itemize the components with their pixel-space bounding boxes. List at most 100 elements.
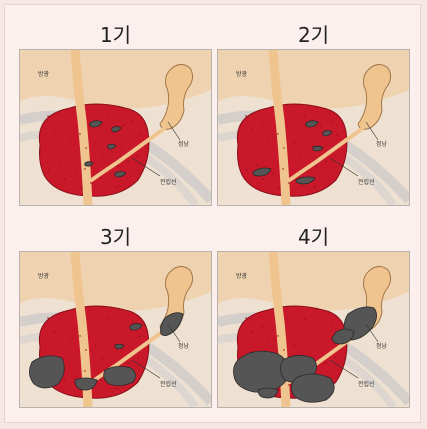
texture-dot xyxy=(336,134,337,135)
texture-dot xyxy=(278,187,279,188)
texture-dot xyxy=(282,168,283,169)
texture-dot xyxy=(121,146,122,147)
texture-dot xyxy=(127,160,128,161)
seminal-vesicle-label: 정낭 xyxy=(178,342,190,350)
texture-dot xyxy=(122,327,123,328)
texture-dot xyxy=(137,357,138,358)
texture-dot xyxy=(299,156,300,157)
texture-dot xyxy=(261,124,262,125)
texture-dot xyxy=(84,168,85,169)
texture-dot xyxy=(63,326,64,327)
texture-dot xyxy=(80,187,81,188)
seminal-vesicle-label: 정낭 xyxy=(178,140,190,148)
texture-dot xyxy=(246,169,247,170)
texture-dot xyxy=(137,155,138,156)
texture-dot xyxy=(127,362,128,363)
texture-dot xyxy=(325,160,326,161)
texture-dot xyxy=(256,164,257,165)
texture-dot xyxy=(320,327,321,328)
texture-dot xyxy=(335,357,336,358)
texture-dot xyxy=(320,125,321,126)
texture-dot xyxy=(111,151,112,152)
texture-dot xyxy=(85,147,86,148)
texture-dot xyxy=(138,336,139,337)
texture-dot xyxy=(85,349,86,350)
texture-dot xyxy=(262,178,263,179)
texture-dot xyxy=(74,375,75,376)
texture-dot xyxy=(335,155,336,156)
panel-title: 2기 xyxy=(217,23,410,47)
texture-dot xyxy=(319,348,320,349)
texture-dot xyxy=(74,173,75,174)
texture-dot xyxy=(283,349,284,350)
texture-dot xyxy=(84,370,85,371)
texture-dot xyxy=(325,362,326,363)
texture-dot xyxy=(116,388,117,389)
texture-dot xyxy=(101,358,102,359)
texture-dot xyxy=(100,177,101,178)
texture-dot xyxy=(132,322,133,323)
bladder-label: 방광 xyxy=(38,70,50,78)
prostate-label: 전립선 xyxy=(160,178,177,186)
texture-dot xyxy=(95,344,96,345)
texture-dot xyxy=(64,380,65,381)
texture-dot xyxy=(245,115,246,116)
texture-dot xyxy=(251,129,252,130)
panel-title: 4기 xyxy=(217,225,410,249)
seminal-vesicle-label: 정낭 xyxy=(376,140,388,148)
prostate-label: 전립선 xyxy=(160,380,177,388)
texture-dot xyxy=(261,326,262,327)
texture-dot xyxy=(267,138,268,139)
texture-dot xyxy=(272,173,273,174)
texture-dot xyxy=(304,318,305,319)
texture-dot xyxy=(245,317,246,318)
texture-dot xyxy=(47,317,48,318)
texture-dot xyxy=(58,164,59,165)
prostate-label: 전립선 xyxy=(358,178,375,186)
texture-dot xyxy=(278,389,279,390)
texture-dot xyxy=(267,340,268,341)
texture-dot xyxy=(277,335,278,336)
texture-dot xyxy=(277,133,278,134)
panel-title: 3기 xyxy=(19,225,212,249)
texture-dot xyxy=(90,182,91,183)
texture-dot xyxy=(111,353,112,354)
texture-dot xyxy=(53,331,54,332)
texture-dot xyxy=(330,120,331,121)
panel-title: 1기 xyxy=(19,23,212,47)
texture-dot xyxy=(288,384,289,385)
texture-dot xyxy=(293,142,294,143)
texture-dot xyxy=(315,165,316,166)
tumor xyxy=(291,374,334,402)
texture-dot xyxy=(63,124,64,125)
panel-stage-2: 2기 방광정낭전립선 xyxy=(217,23,410,207)
texture-dot xyxy=(304,116,305,117)
texture-dot xyxy=(309,151,310,152)
prostate-label: 전립선 xyxy=(358,380,375,388)
texture-dot xyxy=(116,186,117,187)
texture-dot xyxy=(330,322,331,323)
bladder-label: 방광 xyxy=(236,70,248,78)
texture-dot xyxy=(132,120,133,121)
bladder-label: 방광 xyxy=(38,272,50,280)
bladder-label: 방광 xyxy=(236,272,248,280)
texture-dot xyxy=(117,165,118,166)
texture-dot xyxy=(95,142,96,143)
texture-dot xyxy=(64,178,65,179)
texture-dot xyxy=(48,169,49,170)
texture-dot xyxy=(100,379,101,380)
seminal-vesicle-label: 정낭 xyxy=(376,342,388,350)
texture-dot xyxy=(251,331,252,332)
texture-dot xyxy=(79,335,80,336)
texture-dot xyxy=(106,318,107,319)
